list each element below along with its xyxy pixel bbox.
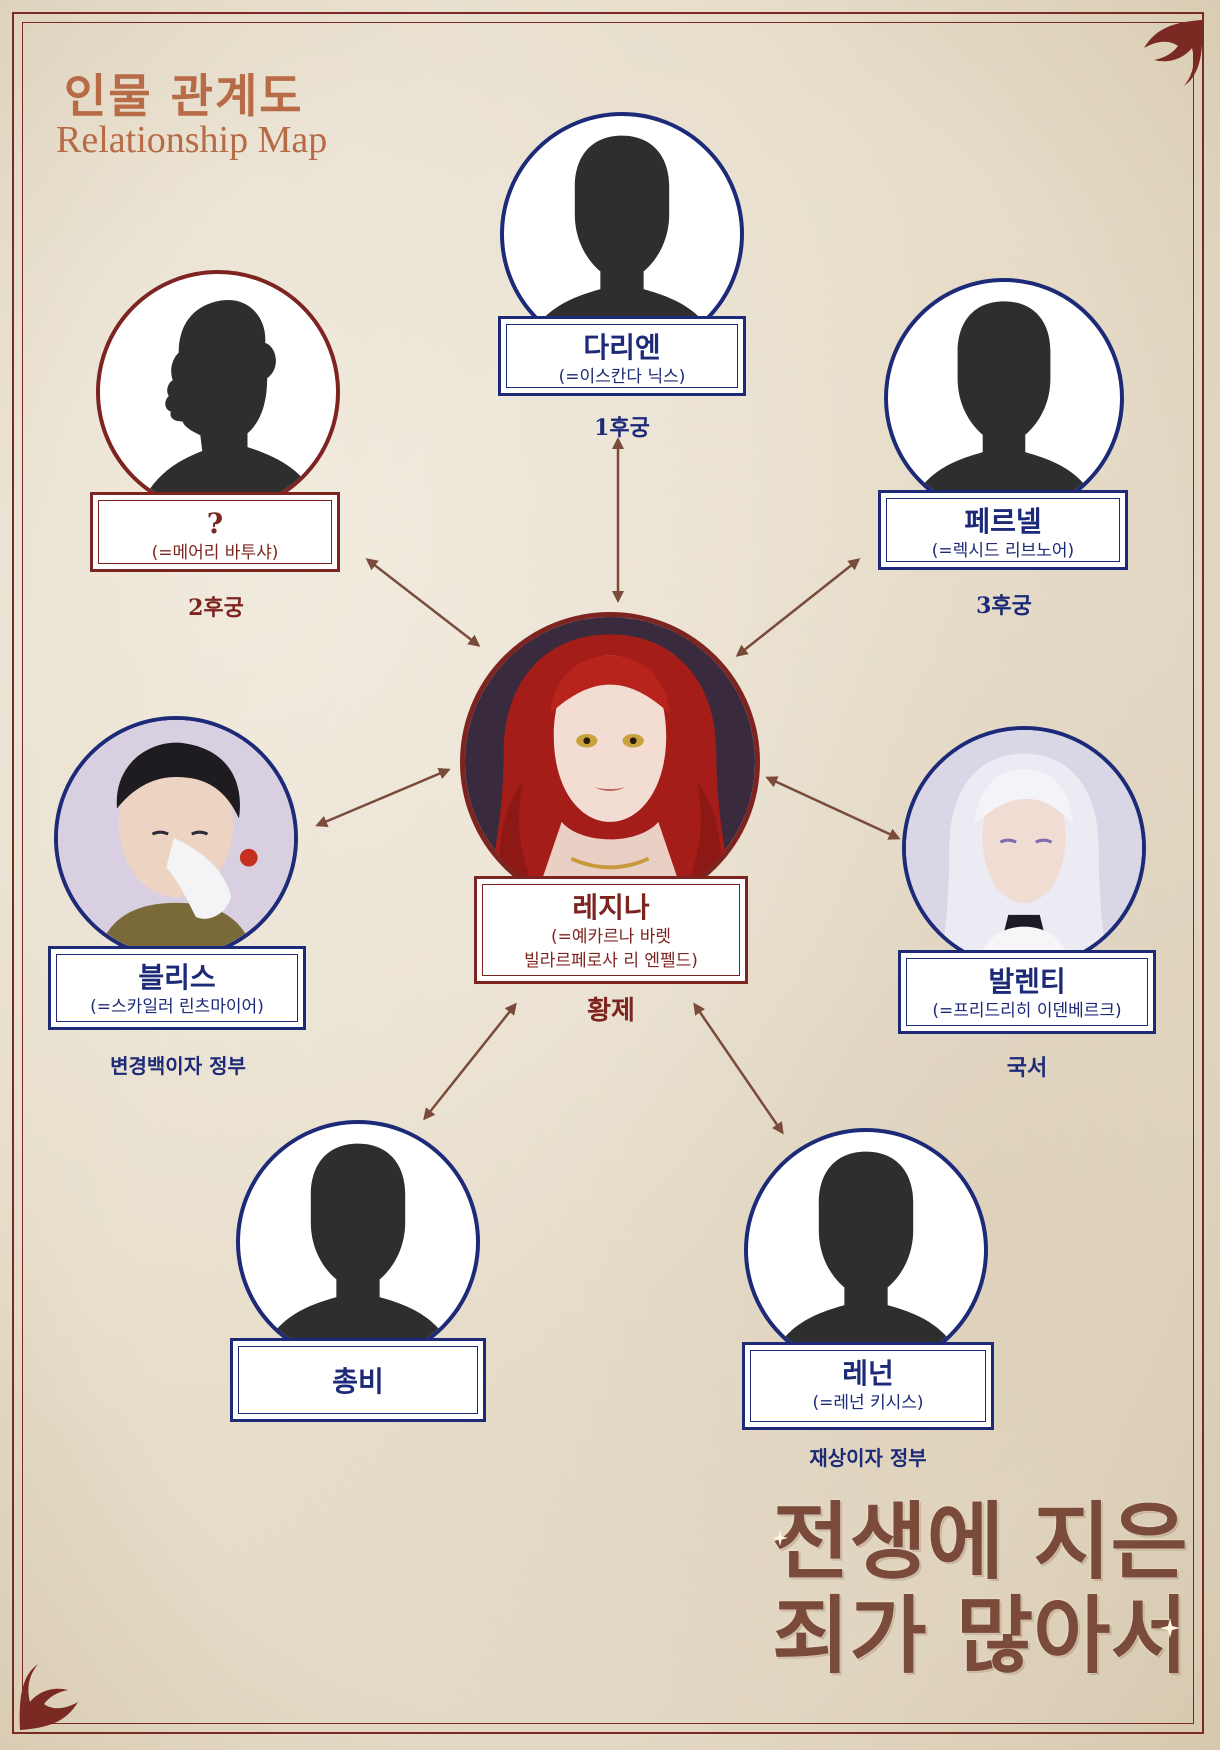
portrait-pernel [884, 278, 1124, 518]
white-haired-man-portrait [906, 730, 1142, 966]
page-frame-inner [22, 22, 1194, 1724]
card-darien: 다리엔 (=이스칸다 닉스) [498, 316, 746, 396]
card-regina: 레지나 (=예카르나 바렛 빌라르페로사 리 엔펠드) [474, 876, 748, 984]
series-logo-line2: 죄가 많아서 [772, 1586, 1188, 1685]
card-valenti: 발렌티 (=프리드리히 이덴베르크) [898, 950, 1156, 1034]
portrait-renen [744, 1128, 988, 1372]
silhouette-man-icon [907, 301, 1101, 514]
arrow-bliss [315, 767, 451, 828]
character-name: 페르넬 [964, 505, 1042, 538]
card-unknown: ? (=메어리 바투샤) [90, 492, 340, 572]
portrait-regina [460, 612, 760, 912]
card-bliss: 블리스 (=스카일러 린츠마이어) [48, 946, 306, 1030]
portrait-unknown [96, 270, 340, 514]
character-alias-line2: 빌라르페로사 리 엔펠드) [524, 951, 698, 971]
character-alias: (=렉시드 리브노어) [931, 541, 1075, 561]
arrow-valenti [765, 776, 901, 840]
character-alias: (=스카일러 린츠마이어) [90, 997, 264, 1017]
page-frame-outer [12, 12, 1204, 1734]
character-name: 레넌 [842, 1357, 894, 1390]
character-alias: (=메어리 바투샤) [151, 543, 279, 563]
character-name: 레지나 [572, 891, 650, 924]
character-role: 황제 [587, 996, 635, 1026]
character-role: 재상이자 정부 [809, 1446, 927, 1470]
page-title: 인물 관계도 [64, 69, 304, 123]
character-role: 3후궁 [976, 593, 1032, 619]
portrait-chongbi [236, 1120, 480, 1364]
character-role: 국서 [1006, 1055, 1048, 1081]
corner-ornament-icon [1144, 20, 1203, 86]
silhouette-man-icon [259, 1143, 457, 1360]
portrait-bliss [54, 716, 298, 960]
corner-ornament-icon [19, 1664, 78, 1730]
card-chongbi: 총비 [230, 1338, 486, 1422]
card-pernel: 페르넬 (=렉시드 리브노어) [878, 490, 1128, 570]
character-name: 블리스 [138, 961, 216, 994]
series-logo: 전생에 지은 죄가 많아서 [770, 1495, 1190, 1683]
silhouette-man-icon [767, 1151, 965, 1368]
arrow-renen [693, 1002, 784, 1135]
arrow-pernel [735, 558, 861, 657]
card-renen: 레넌 (=레넌 키시스) [742, 1342, 994, 1430]
sparkle-icon [772, 1530, 788, 1546]
character-alias-line1: (=예카르나 바렛 [550, 927, 672, 947]
character-name: 총비 [332, 1365, 384, 1398]
character-role: 2후궁 [188, 595, 244, 621]
series-logo-line1: 전생에 지은 [772, 1492, 1188, 1591]
character-alias: (=레넌 키시스) [812, 1393, 924, 1413]
red-haired-empress-portrait [465, 617, 755, 907]
character-name: ? [206, 507, 224, 540]
page-subtitle: Relationship Map [56, 119, 328, 161]
character-alias: (=프리드리히 이덴베르크) [932, 1001, 1122, 1021]
arrow-chongbi [423, 1002, 517, 1121]
character-role: 변경백이자 정부 [110, 1054, 246, 1078]
character-name: 다리엔 [583, 331, 661, 364]
character-name: 발렌티 [988, 965, 1066, 998]
character-alias: (=이스칸다 닉스) [558, 367, 686, 387]
dark-haired-man-portrait [58, 720, 294, 956]
sparkle-icon [1160, 1618, 1180, 1638]
arrow-unknown [365, 558, 481, 647]
silhouette-woman-icon [139, 299, 321, 510]
silhouette-man-icon [523, 135, 721, 352]
character-role: 1후궁 [594, 415, 650, 441]
portrait-valenti [902, 726, 1146, 970]
